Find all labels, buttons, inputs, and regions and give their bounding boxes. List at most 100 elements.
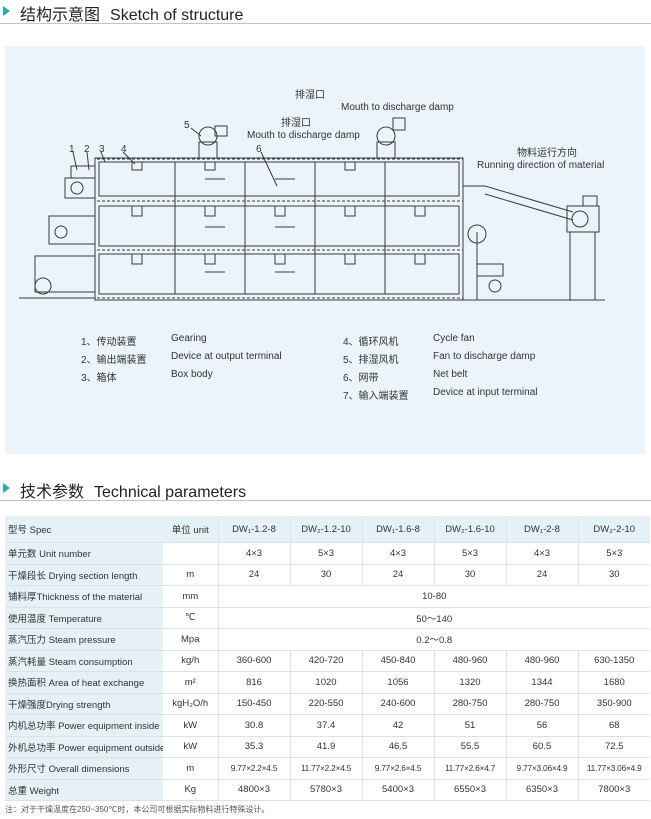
legend-en: Device at output terminal	[171, 351, 282, 362]
row-value: 4×3	[505, 542, 578, 565]
row-unit: ℃	[163, 607, 218, 629]
row-unit: mm	[163, 585, 218, 608]
section-title-cn: 技术参数	[20, 484, 85, 501]
header-model: DW₂-2-10	[577, 516, 650, 543]
row-value: 41.9	[289, 736, 362, 758]
header-model: DW₂-1.2-10	[289, 516, 362, 543]
legend-cn: 7、输入端装置	[343, 391, 409, 402]
tier-1	[98, 161, 460, 197]
damp-fan-right	[376, 117, 406, 159]
damp-outlet-label-en-left: Mouth to discharge damp	[247, 130, 360, 141]
row-value: 37.4	[289, 714, 362, 737]
legend-en: Box body	[171, 369, 213, 380]
tier-3	[98, 253, 460, 295]
row-unit	[163, 542, 218, 565]
legend-cn: 3、箱体	[81, 373, 117, 384]
row-value: 5780×3	[289, 779, 362, 801]
row-value: 30	[577, 564, 650, 586]
row-value: 9.77×2.2×4.5	[217, 757, 290, 780]
damp-fan-left	[198, 125, 228, 159]
legend-cn: 2、输出端装置	[81, 355, 147, 366]
row-spec: 干燥段长 Drying section length	[5, 564, 163, 586]
row-value: 46.5	[361, 736, 434, 758]
row-value: 5×3	[577, 542, 650, 565]
row-value: 68	[577, 714, 650, 737]
gearing	[70, 165, 96, 179]
row-value: 240-600	[361, 693, 434, 715]
header-model: DW₁-2-8	[505, 516, 578, 543]
row-spec: 外形尺寸 Overall dimensions	[5, 757, 163, 780]
row-spec: 总重 Weight	[5, 779, 163, 801]
row-value: 350-900	[577, 693, 650, 715]
row-value: 5×3	[433, 542, 506, 565]
row-value: 150-450	[217, 693, 290, 715]
row-value: 420-720	[289, 650, 362, 672]
structure-diagram: 排湿口 Mouth to discharge damp 排湿口 Mouth to…	[5, 46, 645, 454]
row-value: 11.77×2.6×4.7	[433, 757, 506, 780]
legend-cn: 1、传动装置	[81, 337, 137, 348]
row-spec: 外机总功率 Power equipment outside	[5, 736, 163, 758]
row-value: 11.77×3.06×4.9	[577, 757, 650, 780]
machine-sketch: 排湿口 Mouth to discharge damp 排湿口 Mouth to…	[19, 88, 605, 301]
row-value-span: 50～140	[217, 607, 650, 629]
callout-6: 6	[256, 144, 262, 155]
row-value: 220-550	[289, 693, 362, 715]
legend-item: 7、输入端装置 Device at input terminal	[343, 387, 538, 402]
row-unit: Kg	[163, 779, 218, 801]
header-unit: 单位 unit	[163, 516, 218, 543]
row-value: 1056	[361, 671, 434, 694]
input-terminal	[463, 185, 605, 301]
divider	[0, 500, 651, 501]
row-value: 1680	[577, 671, 650, 694]
row-value: 1320	[433, 671, 506, 694]
output-terminal	[19, 177, 96, 299]
row-value: 7800×3	[577, 779, 650, 801]
damp-outlet-label-en-right: Mouth to discharge damp	[341, 102, 454, 113]
row-value: 360-600	[217, 650, 290, 672]
row-unit: Mpa	[163, 628, 218, 651]
row-unit: m²	[163, 671, 218, 694]
row-value: 9.77×2.6×4.5	[361, 757, 434, 780]
row-value: 280-750	[433, 693, 506, 715]
callout-5: 5	[184, 120, 190, 131]
row-value: 56	[505, 714, 578, 737]
row-value: 30	[433, 564, 506, 586]
damp-outlet-label-cn-left: 排湿口	[281, 116, 311, 129]
row-value: 30.8	[217, 714, 290, 737]
header-model: DW₂-1.6-10	[433, 516, 506, 543]
row-value: 24	[361, 564, 434, 586]
row-value: 1344	[505, 671, 578, 694]
cycle-fan-icons	[131, 161, 426, 265]
row-value: 72.5	[577, 736, 650, 758]
row-value: 5×3	[289, 542, 362, 565]
row-value: 6350×3	[505, 779, 578, 801]
row-value: 24	[217, 564, 290, 586]
callout-1: 1	[69, 144, 75, 155]
header-model: DW₁-1.2-8	[217, 516, 290, 543]
row-value: 6550×3	[433, 779, 506, 801]
section-title-en: Sketch of structure	[110, 7, 244, 24]
row-value-span: 10-80	[217, 585, 650, 608]
legend-item: 2、输出端装置 Device at output terminal	[81, 351, 282, 366]
callout-3: 3	[99, 144, 105, 155]
row-spec: 单元数 Unit number	[5, 542, 163, 565]
legend-en: Device at input terminal	[433, 387, 538, 398]
header-model: DW₁-1.6-8	[361, 516, 434, 543]
triangle-bullet-icon	[3, 483, 10, 493]
row-unit: kW	[163, 736, 218, 758]
callout-4: 4	[121, 144, 127, 155]
row-value: 1020	[289, 671, 362, 694]
